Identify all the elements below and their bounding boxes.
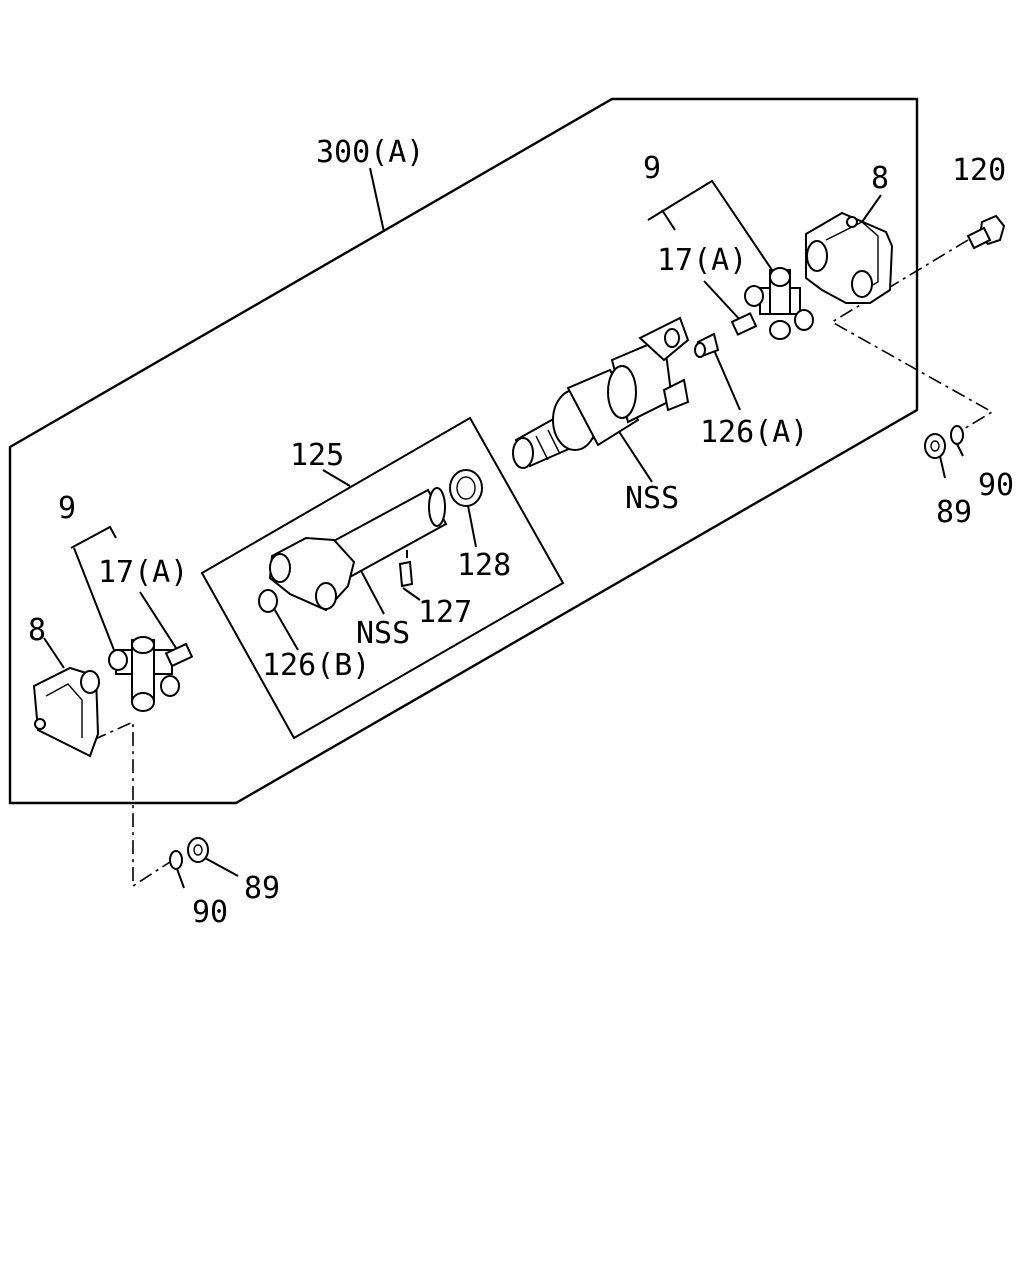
label-u-joint-kit-left: 9 [58,491,76,526]
label-assembly: 300(A) [316,135,424,170]
label-flange-yoke-left: 8 [28,613,46,648]
flange-yoke-left [32,666,100,758]
spline-shaft-yoke [512,316,690,469]
label-flange-yoke-right: 8 [871,161,889,196]
grease-nipple [398,560,414,588]
bolt [966,214,1006,250]
slip-yoke-group-outline [200,416,565,740]
grease-fitting-right [730,312,758,336]
flange-yoke-right [805,211,894,304]
label-bolt: 120 [952,153,1006,188]
label-grease-fitting-right: 17(A) [657,243,747,278]
label-washer-left: 90 [192,895,228,930]
seal [449,469,483,507]
label-dust-plug-a: 126(A) [700,415,808,450]
label-grease-fitting-left: 17(A) [98,555,188,590]
label-nut-left: 89 [244,871,280,906]
u-joint-cross-left [108,636,180,712]
assembly-outline [8,97,919,805]
centerline-right [830,239,994,431]
nut-washer-right [924,425,964,459]
dust-plug-a [694,332,720,358]
slip-yoke-tube [268,487,448,612]
label-grease-nipple: 127 [418,595,472,630]
label-nss-shaft: NSS [625,481,679,516]
dust-plug-b [258,589,278,613]
grease-fitting-left [164,642,194,668]
label-seal: 128 [457,548,511,583]
nut-washer-left [169,837,209,870]
u-joint-cross-right [744,267,814,340]
label-u-joint-kit-right: 9 [643,151,661,186]
label-nut-right: 89 [936,495,972,530]
label-washer-right: 90 [978,468,1014,503]
label-nss-slip-yoke: NSS [356,616,410,651]
label-dust-plug-b: 126(B) [262,648,370,683]
label-slip-yoke-group: 125 [290,438,344,473]
centerline-left [92,720,171,888]
